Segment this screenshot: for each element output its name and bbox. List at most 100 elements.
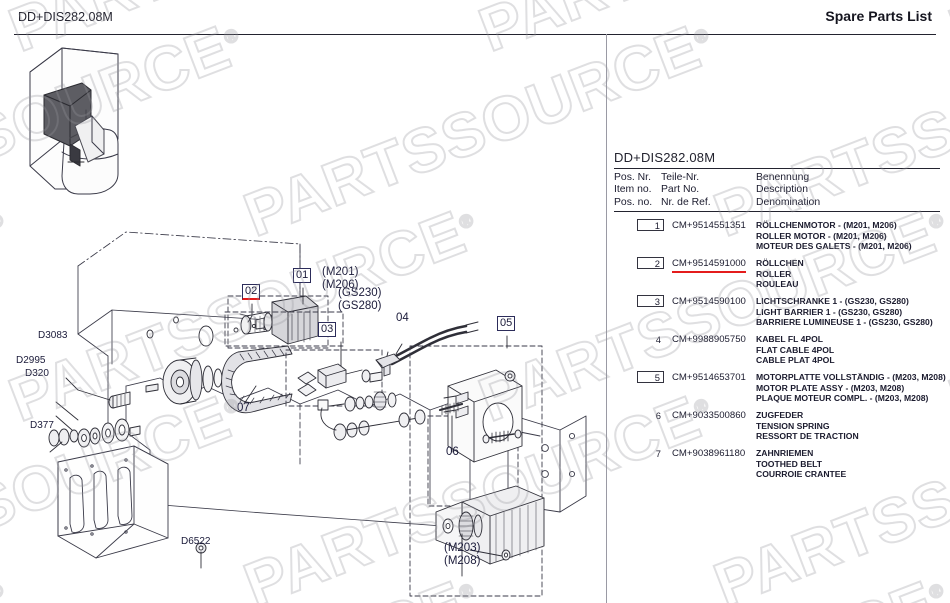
callout-01[interactable]: 01 [293,268,312,283]
slotted-bracket-plate [57,445,169,559]
part-position-number: 6 [655,410,661,422]
parts-table-column-headers: Pos. Nr. Teile-Nr. Benennung Item no. Pa… [614,169,940,213]
callout-03[interactable]: 03 [318,322,337,337]
description-fr: COURROIE CRANTEE [756,468,847,479]
description-de: RÖLLCHEN [756,258,804,269]
part-description: RÖLLCHENMOTOR - (M201, M206)ROLLER MOTOR… [756,220,950,251]
callout-05[interactable]: 05 [497,316,516,331]
part-number-highlighted[interactable]: CM+9514591000 [672,258,746,274]
parts-table-model-number: DD+DIS282.08M [614,150,940,169]
variant-m203: (M203) [444,542,481,554]
description-de: LICHTSCHRANKE 1 - (GS230, GS280) [756,296,909,307]
part-number[interactable]: CM+9988905750 [672,334,746,346]
part-position-number: 2 [637,257,664,270]
light-barrier-group [285,349,391,407]
col-desc-en: Description [756,184,808,196]
variant-m208: (M208) [444,555,481,567]
exploded-parts-diagram: 01 02 03 05 04 06 07 (M201) (M206) (GS23… [0,34,606,603]
part-number[interactable]: CM+9514551351 [672,220,746,232]
diagram-vector [29,47,587,597]
callout-02-highlighted[interactable]: 02 [242,284,261,300]
column-header-row-fr: Pos. no. Nr. de Ref. Denomination [614,197,940,209]
part-number[interactable]: CM+9514590100 [672,296,746,308]
page-header: DD+DIS282.08M Spare Parts List [14,8,936,35]
description-fr: PLAQUE MOTEUR COMPL. - (M203, M208) [756,392,929,403]
col-desc-de: Benennung [756,172,810,183]
hardware-stack [317,391,426,441]
label-07: 07 [237,402,250,414]
part-position-number: 3 [637,295,664,308]
column-header-row-de: Pos. Nr. Teile-Nr. Benennung [614,172,940,184]
part-position-number: 5 [637,371,664,384]
description-fr: RESSORT DE TRACTION [756,430,859,441]
description-de: MOTORPLATTE VOLLSTÄNDIG - (M203, M208) [756,372,946,383]
description-fr: BARRIERE LUMINEUSE 1 - (GS230, GS280) [756,316,933,327]
machine-thumbnail [29,47,119,195]
tension-spring [482,429,522,444]
part-description: LICHTSCHRANKE 1 - (GS230, GS280)LIGHT BA… [756,296,950,327]
col-pos-fr: Pos. no. [614,196,653,208]
variant-m201: (M201) [322,266,359,278]
spare-parts-table: DD+DIS282.08M Pos. Nr. Teile-Nr. Benennu… [614,150,946,479]
part-position-number: 7 [655,448,661,460]
description-de: ZUGFEDER [756,410,804,421]
header-model-number: DD+DIS282.08M [18,10,113,24]
geared-motor [435,485,545,565]
parts-table-row[interactable]: 3 CM+9514590100 LICHTSCHRANKE 1 - (GS230, … [614,295,944,327]
col-desc-fr: Denomination [756,196,821,208]
left-detail-fasteners [48,316,257,554]
label-06: 06 [446,446,459,458]
detail-label-d3083: D3083 [38,330,68,341]
motor-plate-group [409,345,545,597]
parts-table-body: 1 CM+9514551351 RÖLLCHENMOTOR - (M201, M20… [614,219,946,479]
part-number[interactable]: CM+9038961180 [672,448,746,460]
detail-label-d2995: D2995 [16,355,46,366]
description-en: ROLLER MOTOR - (M201, M206) [756,230,887,241]
description-fr: CABLE PLAT 4POL [756,354,835,365]
part-position-number: 4 [655,334,661,346]
description-en: FLAT CABLE 4POL [756,344,835,355]
belt-pulley-group [145,345,293,414]
variant-gs280: (GS280) [338,300,382,312]
column-header-row-en: Item no. Part No. Description [614,184,940,196]
description-en: TOOTHED BELT [756,458,823,469]
parts-table-row[interactable]: 5 CM+9514653701 MOTORPLATTE VOLLSTÄNDIG - … [614,371,946,403]
detail-label-d320: D320 [25,368,49,379]
parts-table-row[interactable]: 1 CM+9514551351 RÖLLCHENMOTOR - (M201, M20… [614,219,944,251]
description-fr: MOTEUR DES GALETS - (M201, M206) [756,240,912,251]
description-en: LIGHT BARRIER 1 - (GS230, GS280) [756,306,903,317]
variant-gs230: (GS230) [338,287,382,299]
col-part-en: Part No. [661,184,700,196]
page-title: Spare Parts List [825,8,932,24]
part-number[interactable]: CM+9033500860 [672,410,746,422]
label-04: 04 [396,312,409,324]
description-en: MOTOR PLATE ASSY - (M203, M208) [756,382,905,393]
panel-divider [606,34,607,603]
part-position-number: 1 [637,219,664,232]
flat-cable-group [375,321,479,369]
part-description: MOTORPLATTE VOLLSTÄNDIG - (M203, M208)MO… [756,372,950,403]
detail-label-d377: D377 [30,420,54,431]
col-part-fr: Nr. de Ref. [661,196,711,208]
leader-lines [49,287,508,577]
description-de: KABEL FL 4POL [756,334,824,345]
col-pos-en: Item no. [614,184,652,196]
description-fr: ROULEAU [756,278,799,289]
description-de: ZAHNRIEMEN [756,448,814,459]
part-number[interactable]: CM+9514653701 [672,372,746,384]
detail-label-d6522: D6522 [181,536,211,547]
variant-m206: (M206) [322,279,359,291]
chassis-right-wall [507,413,587,513]
description-de: RÖLLCHENMOTOR - (M201, M206) [756,220,897,231]
description-en: ROLLER [756,268,792,279]
col-part-de: Teile-Nr. [661,172,700,183]
